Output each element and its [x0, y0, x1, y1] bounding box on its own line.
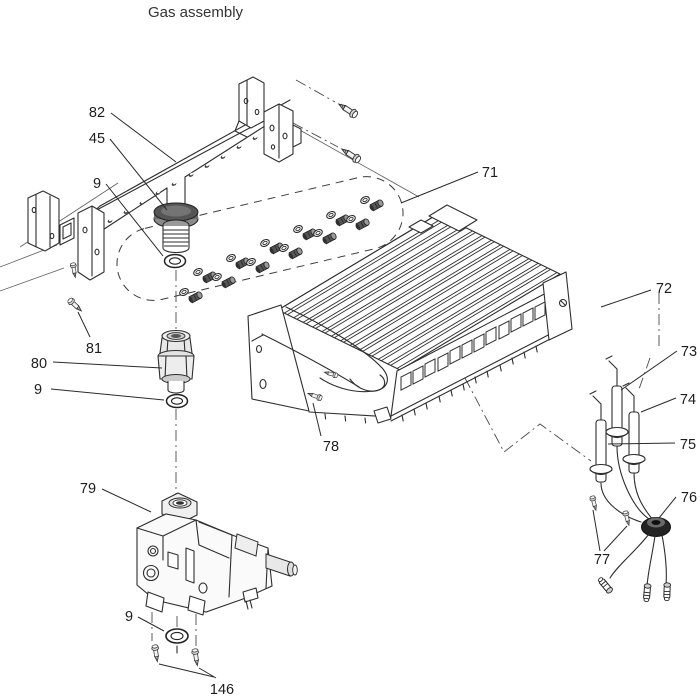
burner-top-tab — [428, 204, 478, 232]
valve-screws — [150, 643, 202, 667]
wire-grommet — [641, 517, 671, 537]
callout-80: 80 — [31, 356, 47, 372]
electrode-assembly — [588, 355, 672, 603]
callout-82: 82 — [89, 105, 105, 121]
burner-left-panel — [247, 304, 388, 412]
electrode-right — [622, 382, 646, 474]
wire-terminals — [596, 575, 672, 603]
mounting-bracket-left — [27, 190, 105, 281]
callout-79: 79 — [80, 481, 96, 497]
callout-labels: 82 45 9 71 72 73 74 75 76 77 78 79 80 9 … — [31, 105, 697, 698]
callout-45: 45 — [89, 131, 105, 147]
mounting-bracket-right — [234, 76, 302, 163]
callout-78: 78 — [323, 439, 339, 455]
callout-75: 75 — [680, 437, 696, 453]
electrode-screws — [588, 494, 633, 527]
electrode-left — [589, 390, 613, 483]
projection-lines — [0, 79, 660, 646]
callout-76: 76 — [681, 490, 697, 506]
manifold-flange — [153, 202, 199, 254]
callout-leaders — [50, 112, 678, 679]
callout-146: 146 — [210, 682, 234, 698]
callout-9-upper: 9 — [93, 176, 101, 192]
o-ring-upper — [163, 253, 187, 269]
manifold-pipe-assembly — [27, 76, 302, 281]
lead-wires — [609, 533, 667, 587]
bracket-screw — [66, 296, 85, 314]
o-ring-lower — [165, 628, 189, 654]
callout-9-lower: 9 — [125, 609, 133, 625]
gas-valve — [136, 492, 298, 616]
electrode-center — [605, 355, 629, 447]
union-fitting — [157, 329, 195, 394]
bracket-mount-screw — [69, 262, 79, 279]
electrode-wires — [600, 445, 654, 523]
diagram-title: Gas assembly — [148, 4, 244, 21]
o-ring-middle — [165, 393, 189, 409]
callout-74: 74 — [680, 392, 696, 408]
burner-end-cap — [542, 271, 573, 341]
callout-9-middle: 9 — [34, 382, 42, 398]
burner-orifice-group — [116, 176, 404, 305]
callout-73: 73 — [681, 344, 697, 360]
supply-tube — [166, 176, 186, 207]
burner-assembly — [247, 204, 573, 424]
callout-72: 72 — [656, 281, 672, 297]
burner-screw — [306, 390, 324, 402]
callout-77: 77 — [594, 552, 610, 568]
callout-71: 71 — [482, 165, 498, 181]
valve-terminal-tab — [242, 587, 259, 603]
manifold-screws — [335, 99, 363, 165]
callout-81: 81 — [86, 341, 102, 357]
